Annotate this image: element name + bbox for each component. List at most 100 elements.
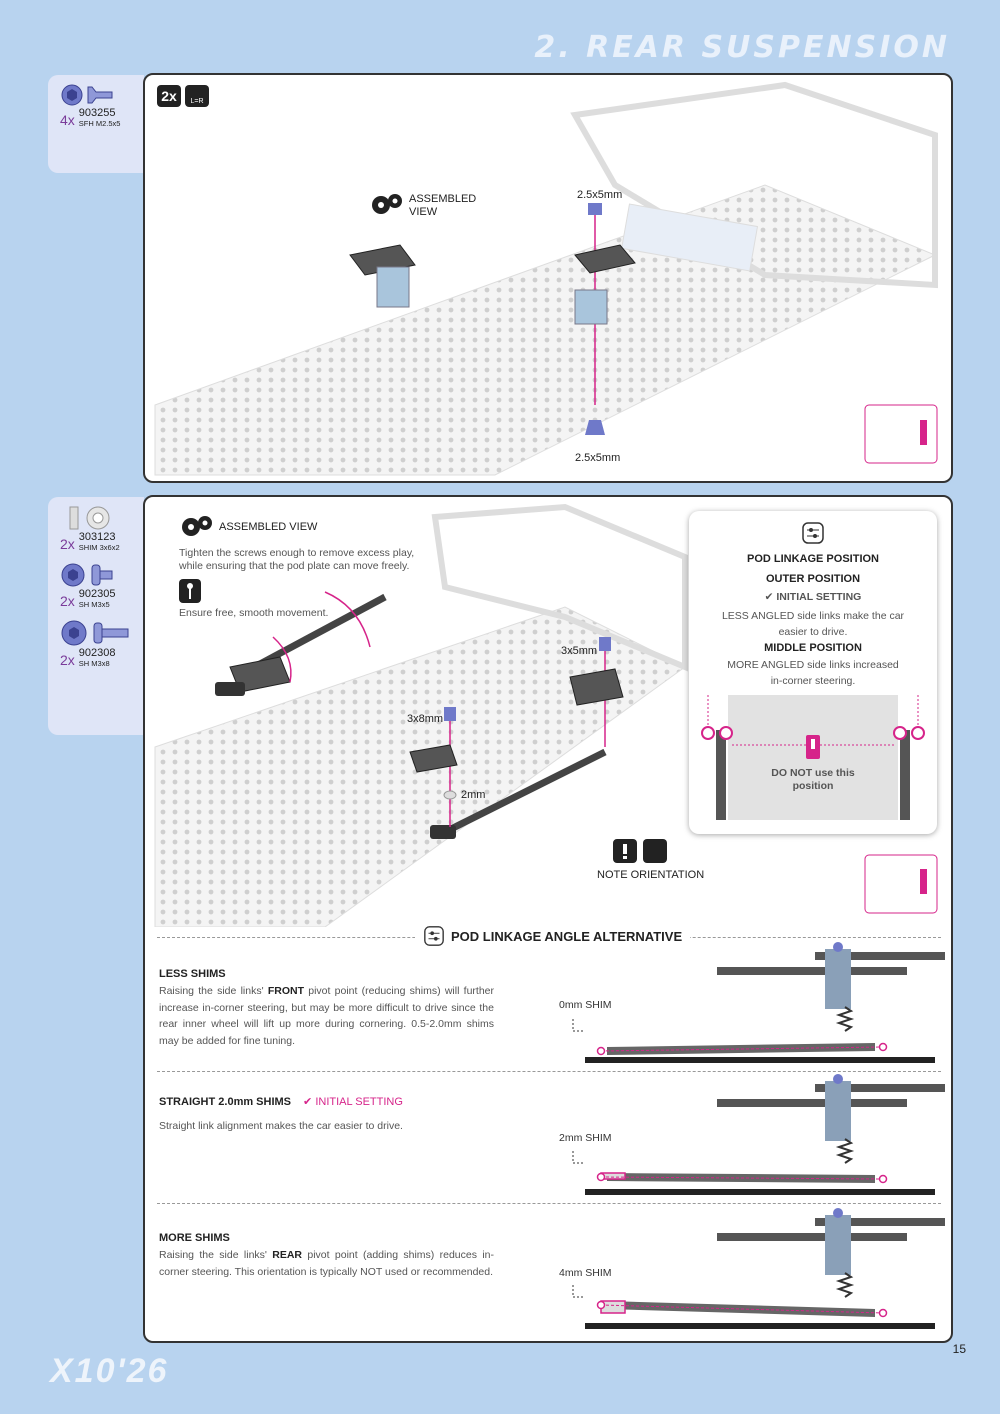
alt-more-shims: MORE SHIMS Raising the side links' REAR … — [159, 1232, 939, 1280]
alt-title: STRAIGHT 2.0mm SHIMS — [159, 1095, 292, 1108]
part-qty: 2x — [60, 652, 75, 668]
alt-title-row: STRAIGHT 2.0mm SHIMS ✔ INITIAL SETTING — [159, 1095, 939, 1109]
parts-list-step1: 4x 903255 SFH M2.5x5 — [48, 75, 144, 173]
settings-icon — [802, 522, 824, 544]
part-desc: SHIM 3x6x2 — [78, 543, 120, 552]
section-divider — [157, 1203, 941, 1204]
assembled-view-icon — [372, 194, 402, 214]
alt-body-pre: Raising the side links' — [159, 1249, 273, 1261]
chassis-plate — [585, 1057, 935, 1063]
top-plate — [815, 952, 945, 960]
screw-size-label: 3x5mm — [561, 645, 598, 657]
alt-section-header: POD LINKAGE ANGLE ALTERNATIVE — [415, 925, 691, 947]
pod-linkage-callout: POD LINKAGE POSITION OUTER POSITION ✔ IN… — [689, 511, 937, 834]
spring — [835, 1138, 855, 1164]
assembled-view-label: ASSEMBLED VIEW — [409, 193, 476, 219]
shim-leader — [572, 1151, 585, 1164]
screw-size-label: 2.5x5mm — [577, 189, 623, 201]
chassis-plate — [585, 1189, 935, 1195]
link-alignment-line — [600, 1176, 884, 1180]
warning-line2: position — [792, 780, 834, 792]
part-number: 902305 — [78, 588, 116, 600]
assembled-view-label: ASSEMBLED VIEW — [219, 521, 318, 533]
alt-body: Raising the side links' REAR pivot point… — [159, 1247, 494, 1280]
alt-body-post: pivot point (reducing shims) will furthe… — [159, 985, 494, 1047]
note-orientation-label: NOTE ORIENTATION — [597, 869, 705, 881]
assembled-line2: VIEW — [409, 206, 438, 218]
section-divider — [157, 1071, 941, 1072]
socket-head-screw-icon — [61, 620, 129, 646]
part-item: 2x 902308 SH M3x8 — [60, 619, 138, 668]
ball-joint — [833, 1208, 843, 1218]
initial-setting-badge: ✔ INITIAL SETTING — [689, 589, 937, 605]
side-link — [607, 1173, 875, 1183]
initial-setting-text: INITIAL SETTING — [776, 591, 862, 603]
part-item: 4x 903255 SFH M2.5x5 — [60, 83, 138, 128]
shim-leader — [572, 1285, 585, 1298]
front-pivot — [596, 1300, 606, 1310]
shim-label: 4mm SHIM — [559, 1267, 612, 1279]
step1-panel: 2x L=R ASSEMBLED VIEW 2.5x5mm 2.5x5mm — [143, 73, 953, 483]
check-icon: ✔ — [764, 591, 777, 603]
alt-straight-shims: STRAIGHT 2.0mm SHIMS ✔ INITIAL SETTING S… — [159, 1095, 939, 1135]
middle-position-label: MIDDLE POSITION — [764, 642, 862, 654]
link-alignment-line — [600, 1304, 884, 1314]
page-number: 15 — [952, 1342, 966, 1356]
part-qty: 2x — [60, 536, 75, 552]
part-qty: 2x — [60, 593, 75, 609]
part-item: 2x 303123 SHIM 3x6x2 — [60, 505, 138, 552]
chassis-illustration — [154, 503, 938, 927]
ball-joint — [833, 1074, 843, 1084]
assembled-view-icon — [182, 516, 212, 536]
tighten-note: Tighten the screws enough to remove exce… — [179, 547, 415, 572]
part-desc: SH M3x8 — [78, 659, 110, 668]
chassis-illustration — [154, 81, 938, 476]
warning-label: DO NOT use this position — [689, 767, 937, 793]
step-badge: 2x L=R — [157, 85, 209, 107]
middle-desc-1: MORE ANGLED side links increased — [727, 659, 899, 671]
top-plate — [815, 1084, 945, 1092]
front-pivot — [596, 1172, 606, 1182]
alt-body-pre: Raising the side links' — [159, 985, 268, 997]
screw-size-label: 3x8mm — [407, 713, 444, 725]
check-icon: ✔ — [303, 1096, 316, 1108]
alt-section-title: POD LINKAGE ANGLE ALTERNATIVE — [451, 928, 683, 944]
parts-list-step2: 2x 303123 SHIM 3x6x2 2x 902305 SH M3x5 — [48, 497, 144, 735]
shim-icon — [69, 506, 110, 530]
alt-title: LESS SHIMS — [159, 968, 226, 980]
outer-position-label: OUTER POSITION — [765, 573, 861, 585]
part-qty: 4x — [60, 112, 75, 128]
alt-title: MORE SHIMS — [159, 1232, 230, 1244]
alt-less-shims: LESS SHIMS Raising the side links' FRONT… — [159, 968, 939, 1049]
assembled-line1: ASSEMBLED — [409, 193, 477, 205]
rear-pivot — [878, 1174, 888, 1184]
part-number: 902308 — [78, 647, 116, 659]
alt-body-post: pivot point (adding shims) reduces in-co… — [159, 1249, 494, 1278]
shim-label: 2mm SHIM — [559, 1132, 612, 1144]
initial-setting-badge: ✔ INITIAL SETTING — [303, 1095, 403, 1108]
alt-body-bold: FRONT — [267, 985, 305, 997]
part-desc: SFH M2.5x5 — [78, 119, 121, 128]
shim-stack — [600, 1172, 626, 1180]
callout-title: POD LINKAGE POSITION — [746, 553, 879, 565]
left-right-icon: L=R — [185, 85, 209, 107]
alt-body: Straight link alignment makes the car ea… — [159, 1120, 403, 1132]
page-title: 2. REAR SUSPENSION — [534, 30, 950, 65]
shim-label: 0mm SHIM — [559, 999, 612, 1011]
smooth-note: Ensure free, smooth movement. — [179, 607, 329, 619]
part-number: 303123 — [78, 531, 116, 543]
socket-head-screw-icon — [61, 563, 113, 587]
part-number: 903255 — [78, 107, 116, 119]
side-link — [607, 1301, 875, 1317]
linkage-position-diagram — [701, 695, 925, 820]
smooth-movement-icon — [179, 579, 201, 603]
initial-setting-text: INITIAL SETTING — [315, 1096, 403, 1108]
warning-line1: DO NOT use this — [771, 767, 855, 779]
rear-pivot — [878, 1308, 888, 1318]
alt-body-bold: REAR — [272, 1249, 303, 1261]
part-item: 2x 902305 SH M3x5 — [60, 562, 138, 609]
flat-head-screw-icon — [61, 84, 113, 106]
top-plate — [815, 1218, 945, 1226]
shim-size-label: 2mm — [461, 789, 486, 801]
middle-desc-2: in-corner steering. — [770, 675, 856, 687]
